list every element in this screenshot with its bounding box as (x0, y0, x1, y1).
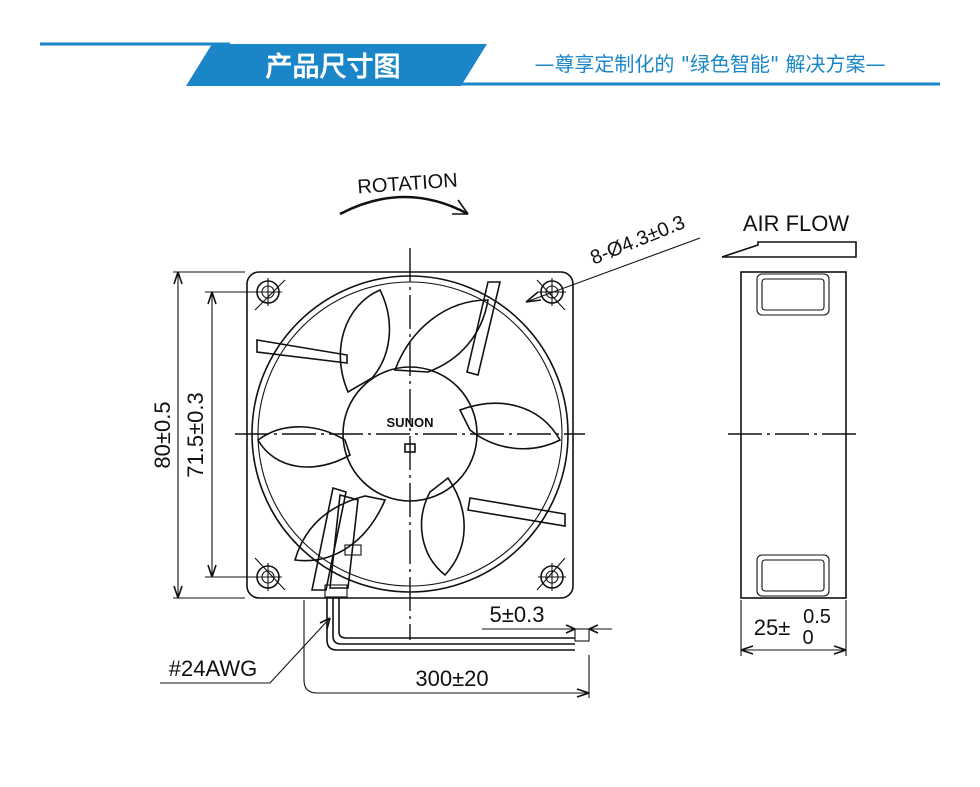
rotation-arrow (339, 195, 469, 216)
fan-side-view (740, 271, 847, 599)
strip-length-label: 5±0.3 (490, 602, 545, 627)
wire-gauge-leader (160, 617, 331, 684)
header-title: 产品尺寸图 (266, 52, 401, 83)
header-title-banner (186, 44, 487, 86)
wire-gauge-leader-arrow (319, 617, 331, 630)
lead-length-line (303, 679, 589, 694)
wire-gauge-label: #24AWG (169, 656, 257, 681)
overall-size-label: 80±0.5 (150, 401, 175, 468)
rotation-arrow-head (452, 199, 469, 215)
hole-spec-leader (525, 237, 701, 303)
side-frame (740, 271, 847, 599)
side-flange-top (756, 273, 830, 316)
header-subtitle: —尊享定制化的 "绿色智能" 解决方案— (534, 52, 885, 76)
mounting-hole-bottom-right (538, 563, 566, 591)
fan-blades (256, 288, 562, 577)
overall-size-dimension (173, 271, 245, 599)
strip-length-arrows (565, 624, 599, 634)
thickness-arrows (740, 645, 847, 655)
wire-clip (344, 544, 362, 556)
thickness-upper-tol: 0.5 (803, 606, 831, 628)
lead-length-arrow (576, 688, 590, 698)
side-flange-top-inner (761, 278, 825, 311)
side-flange-bottom (756, 554, 830, 597)
rotation-label: ROTATION (357, 170, 459, 199)
wire-exit (324, 584, 348, 598)
hole-pitch-label: 71.5±0.3 (183, 392, 208, 477)
frame-corner-web (254, 279, 566, 591)
side-flange-bottom-inner (761, 559, 825, 592)
lead-length-label: 300±20 (415, 666, 488, 691)
airflow-label: AIR FLOW (743, 211, 850, 236)
section-header: 产品尺寸图 —尊享定制化的 "绿色智能" 解决方案— (40, 42, 940, 86)
hole-spec-leader-arrow (525, 291, 542, 303)
airflow-arrow (721, 241, 857, 258)
thickness-base-label: 25± (754, 615, 791, 640)
fan-struts (256, 281, 566, 591)
lead-wires (326, 597, 590, 651)
hole-pitch-dimension (205, 291, 260, 578)
thickness-lower-tol: 0 (802, 627, 813, 649)
